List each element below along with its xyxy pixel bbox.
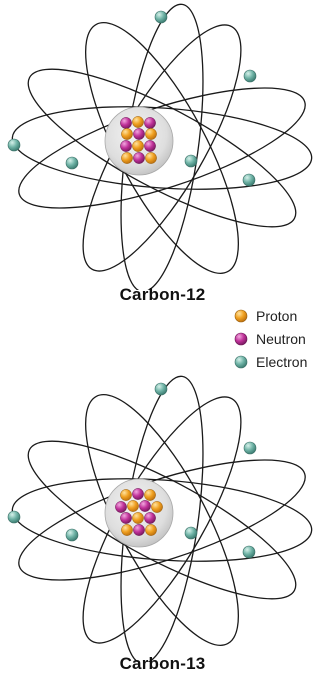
neutron — [132, 488, 144, 500]
atom-diagram-carbon-13 — [0, 372, 325, 662]
electron-orbit — [11, 106, 313, 190]
electron-orbit — [11, 478, 313, 562]
electron — [154, 382, 168, 396]
neutron-icon — [234, 332, 248, 345]
proton — [120, 489, 132, 501]
proton — [145, 152, 157, 164]
neutron — [120, 512, 132, 524]
neutron — [115, 501, 127, 513]
proton — [151, 501, 163, 513]
carbon-13-electrons — [7, 382, 257, 559]
neutron — [120, 117, 132, 129]
proton — [121, 128, 133, 140]
proton — [121, 524, 133, 536]
legend-item-neutron: Neutron — [234, 327, 325, 350]
electron — [243, 441, 257, 455]
neutron — [133, 524, 145, 536]
legend: Proton Neutron Electron — [234, 304, 325, 373]
atom-caption-carbon-13: Carbon-13 — [119, 654, 206, 673]
legend-label-electron: Electron — [256, 353, 308, 370]
electron — [7, 138, 21, 152]
neutron — [133, 152, 145, 164]
legend-label-proton: Proton — [256, 307, 298, 324]
proton — [132, 512, 144, 524]
neutron — [120, 140, 132, 152]
neutron — [133, 128, 145, 140]
atom-caption-carbon-12: Carbon-12 — [119, 285, 206, 304]
carbon-12-svg — [7, 3, 313, 290]
electron — [243, 69, 257, 83]
electron — [242, 173, 256, 187]
proton — [145, 128, 157, 140]
proton — [144, 489, 156, 501]
electron — [65, 528, 79, 542]
electron-orbit — [27, 68, 297, 228]
proton — [132, 140, 144, 152]
electron — [242, 545, 256, 559]
neutron — [139, 500, 151, 512]
proton-icon — [234, 309, 248, 322]
neutron — [144, 117, 156, 129]
legend-label-neutron: Neutron — [256, 330, 306, 347]
neutron — [144, 512, 156, 524]
proton — [132, 116, 144, 128]
atom-diagram-carbon-12 — [0, 0, 325, 290]
legend-item-electron: Electron — [234, 350, 325, 373]
electron — [65, 156, 79, 170]
proton — [127, 500, 139, 512]
electron — [184, 154, 198, 168]
carbon-13-nucleus-particles — [115, 488, 163, 536]
electron — [7, 510, 21, 524]
carbon-13-orbits — [11, 375, 313, 662]
legend-item-proton: Proton — [234, 304, 325, 327]
electron — [154, 10, 168, 24]
neutron — [144, 140, 156, 152]
electron — [184, 526, 198, 540]
proton — [121, 152, 133, 164]
electron-orbit — [27, 440, 297, 600]
electron-icon — [234, 355, 248, 368]
carbon-12-electrons — [7, 10, 257, 187]
carbon-12-nucleus-particles — [120, 116, 157, 164]
proton — [145, 524, 157, 536]
carbon-13-svg — [7, 375, 313, 662]
